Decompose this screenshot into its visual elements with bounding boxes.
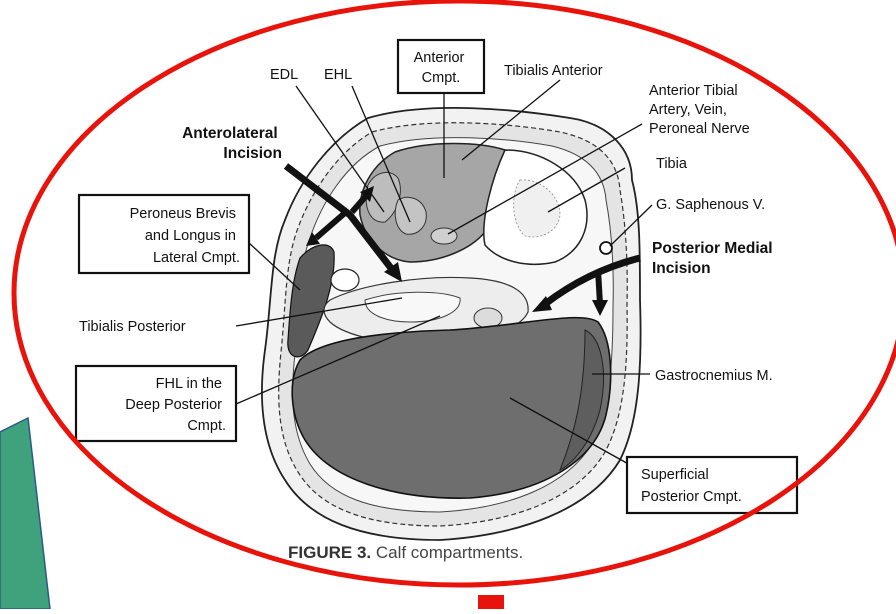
saphenous-vein bbox=[600, 242, 612, 254]
label-posterior-medial-incision: Posterior Medial Incision bbox=[652, 240, 777, 277]
superficial-posterior-compartment bbox=[292, 318, 610, 499]
fibula-bone bbox=[331, 269, 359, 291]
label-saphenous: G. Saphenous V. bbox=[656, 197, 765, 213]
caption-text: Calf compartments. bbox=[371, 543, 523, 562]
red-bottom-tab bbox=[478, 595, 504, 609]
label-tibialis-posterior: Tibialis Posterior bbox=[79, 319, 186, 335]
label-edl: EDL bbox=[270, 67, 298, 83]
calf-cross-section bbox=[262, 108, 641, 540]
ehl-muscle bbox=[395, 197, 426, 234]
green-decorative-shape bbox=[0, 418, 50, 609]
label-tibia: Tibia bbox=[656, 156, 688, 172]
figure-caption: FIGURE 3. Calf compartments. bbox=[288, 543, 523, 562]
label-anterolateral-incision: Anterolateral Incision bbox=[182, 125, 282, 162]
caption-figure-number: FIGURE 3. bbox=[288, 543, 371, 562]
label-anterior-tibial: Anterior Tibial Artery, Vein, Peroneal N… bbox=[649, 83, 750, 137]
label-gastrocnemius: Gastrocnemius M. bbox=[655, 368, 773, 384]
label-ehl: EHL bbox=[324, 67, 352, 83]
label-tibialis-anterior: Tibialis Anterior bbox=[504, 63, 603, 79]
